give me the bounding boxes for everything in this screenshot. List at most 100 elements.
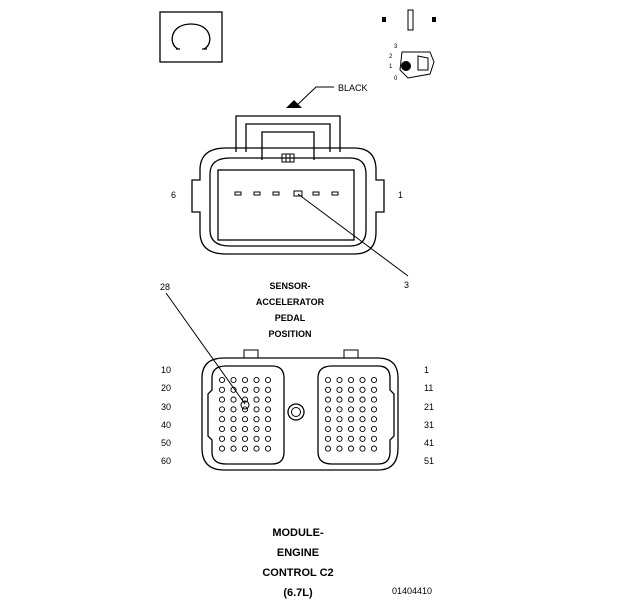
ecm-pin <box>264 386 272 393</box>
ecm-pin <box>218 376 226 384</box>
svg-text:50: 50 <box>161 438 171 448</box>
ecm-pin <box>324 396 332 403</box>
ecm-pin <box>324 376 332 384</box>
ecm-pin <box>264 416 272 423</box>
ecm-pin <box>264 425 272 433</box>
svg-text:CONTROL C2: CONTROL C2 <box>262 567 333 579</box>
ecm-pin <box>324 435 332 442</box>
ecm-callout-pin-label: 28 <box>160 282 170 292</box>
ecm-pin <box>241 435 249 442</box>
ecm-pin <box>347 376 355 384</box>
svg-text:51: 51 <box>424 456 434 466</box>
ecm-pin <box>230 416 237 423</box>
ecm-pin <box>370 435 378 442</box>
svg-text:2: 2 <box>389 54 393 60</box>
svg-text:(6.7L): (6.7L) <box>283 587 313 599</box>
ecm-pin <box>230 425 237 433</box>
ecm-pin <box>218 445 226 452</box>
ecm-pin <box>264 396 272 403</box>
ecm-pin <box>336 445 343 452</box>
ecm-pin <box>370 376 378 384</box>
ecm-pin <box>336 435 343 442</box>
ecm-pin <box>359 386 366 393</box>
ecm-pin <box>264 445 272 452</box>
ecm-pin <box>264 376 272 384</box>
sensor-callout-pin-label: 3 <box>404 280 409 290</box>
ecm-pin <box>253 435 260 442</box>
omega-seal-icon <box>159 11 223 63</box>
ecm-left-pin-grid <box>218 376 272 452</box>
ecm-pin <box>370 396 378 403</box>
sensor-connector: BLACK 3 6 1 <box>171 83 409 290</box>
ecm-pin <box>347 445 355 452</box>
ecm-pin <box>336 396 343 403</box>
center-hole <box>287 403 305 421</box>
ecm-pin <box>253 396 260 403</box>
terminal-icon <box>382 9 436 31</box>
ecm-pin <box>324 386 332 393</box>
ecm-pin <box>218 406 226 413</box>
ecm-pin <box>359 376 366 384</box>
ecm-pin <box>347 396 355 403</box>
ecm-pin <box>253 406 260 413</box>
ecm-connector: 28 10 20 30 40 50 60 1 11 21 31 41 51 <box>160 282 434 471</box>
ecm-pin <box>241 416 249 423</box>
wire-color-label: BLACK <box>338 83 368 93</box>
svg-text:10: 10 <box>161 365 171 375</box>
ecm-pin <box>347 435 355 442</box>
svg-text:0: 0 <box>394 76 398 82</box>
svg-text:1: 1 <box>389 64 393 70</box>
ecm-pin <box>230 396 237 403</box>
sensor-pin-left-label: 6 <box>171 190 176 200</box>
ecm-pin <box>218 425 226 433</box>
ecm-pin <box>370 416 378 423</box>
ecm-pin <box>347 406 355 413</box>
svg-text:41: 41 <box>424 438 434 448</box>
ecm-pin <box>241 376 249 384</box>
ecm-pin <box>218 435 226 442</box>
ecm-pin <box>241 386 249 393</box>
ecm-pin <box>264 435 272 442</box>
ecm-pin <box>253 386 260 393</box>
svg-text:11: 11 <box>424 383 433 393</box>
svg-text:1: 1 <box>424 365 429 375</box>
ecm-pin <box>370 386 378 393</box>
ecm-pin <box>324 425 332 433</box>
svg-text:30: 30 <box>161 402 171 412</box>
ecm-pin <box>253 445 260 452</box>
terminal-key-icon: 3 2 1 0 <box>389 44 435 82</box>
ecm-pin <box>241 425 249 433</box>
ecm-connector-title: MODULE- ENGINE CONTROL C2 (6.7L) <box>262 527 333 599</box>
ecm-pin <box>359 425 366 433</box>
ecm-pin <box>347 416 355 423</box>
svg-text:3: 3 <box>394 44 398 50</box>
ecm-pin <box>264 406 272 413</box>
ecm-pin <box>359 416 366 423</box>
svg-text:31: 31 <box>424 420 434 430</box>
svg-text:MODULE-: MODULE- <box>272 527 324 539</box>
ecm-pin <box>336 416 343 423</box>
ecm-pin <box>336 425 343 433</box>
ecm-pin <box>218 416 226 423</box>
svg-text:60: 60 <box>161 456 171 466</box>
ecm-pin <box>347 386 355 393</box>
ecm-pin <box>336 386 343 393</box>
ecm-pin <box>230 445 237 452</box>
ecm-pin <box>253 416 260 423</box>
ecm-pin <box>359 406 366 413</box>
svg-text:SENSOR-: SENSOR- <box>269 281 310 291</box>
sensor-pin-row <box>234 190 339 197</box>
ecm-pin <box>241 445 249 452</box>
ecm-pin <box>359 445 366 452</box>
ecm-pin <box>336 406 343 413</box>
figure-id: 01404410 <box>392 586 432 596</box>
ecm-pin <box>218 386 226 393</box>
ecm-pin <box>324 445 332 452</box>
ecm-right-row-labels: 1 11 21 31 41 51 <box>424 365 434 466</box>
ecm-pin <box>230 406 237 413</box>
svg-text:POSITION: POSITION <box>268 329 311 339</box>
ecm-pin <box>370 425 378 433</box>
ecm-pin <box>230 376 237 384</box>
ecm-pin <box>336 376 343 384</box>
